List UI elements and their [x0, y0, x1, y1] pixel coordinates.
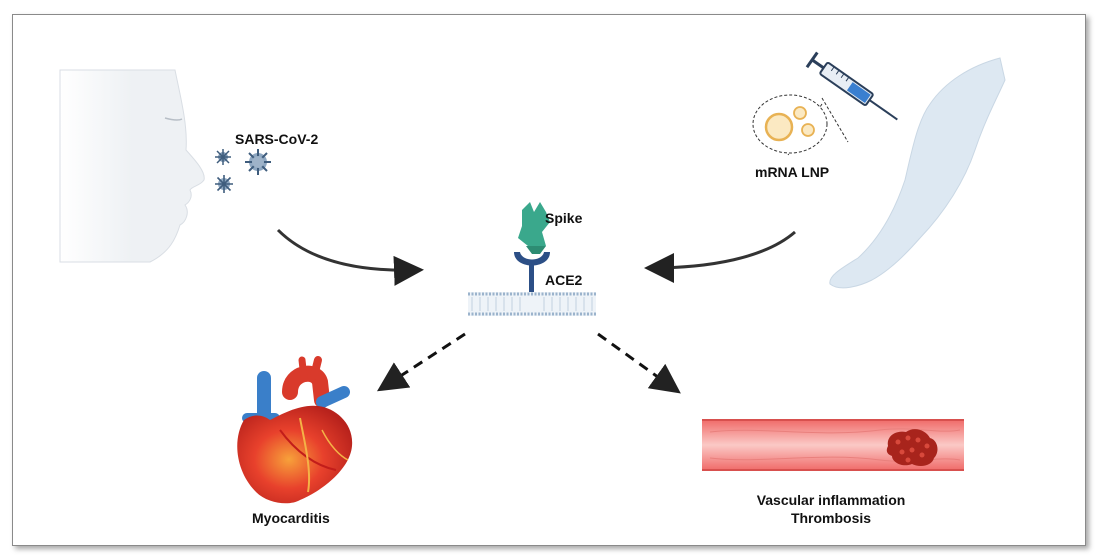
virus-particle-icon: [215, 149, 271, 193]
virus-entry-arrow: [276, 228, 424, 286]
face-profile-icon: [59, 69, 205, 263]
arm-icon: [829, 57, 1006, 289]
cell-membrane-icon: [468, 292, 596, 316]
vessel-effect-arrow: [597, 332, 681, 394]
vessel-label-line1: Vascular inflammation: [756, 492, 906, 508]
vaccine-entry-arrow: [644, 230, 796, 283]
vaccine-label: mRNA LNP: [755, 164, 830, 180]
virus-label: SARS-CoV-2: [235, 131, 319, 147]
heart-label: Myocarditis: [252, 510, 330, 526]
spike-label: Spike: [545, 210, 583, 226]
syringe-icon: [805, 51, 898, 121]
heart-effect-arrow: [376, 332, 466, 392]
heart-icon: [237, 356, 353, 504]
lipid-nanoparticle-icon: [752, 94, 828, 154]
ace2-label: ACE2: [545, 272, 583, 288]
spike-protein-icon: [518, 202, 550, 254]
vessel-label-line2: Thrombosis: [790, 510, 872, 526]
blood-clot-icon: [886, 429, 938, 466]
ace2-receptor-icon: [514, 252, 550, 304]
